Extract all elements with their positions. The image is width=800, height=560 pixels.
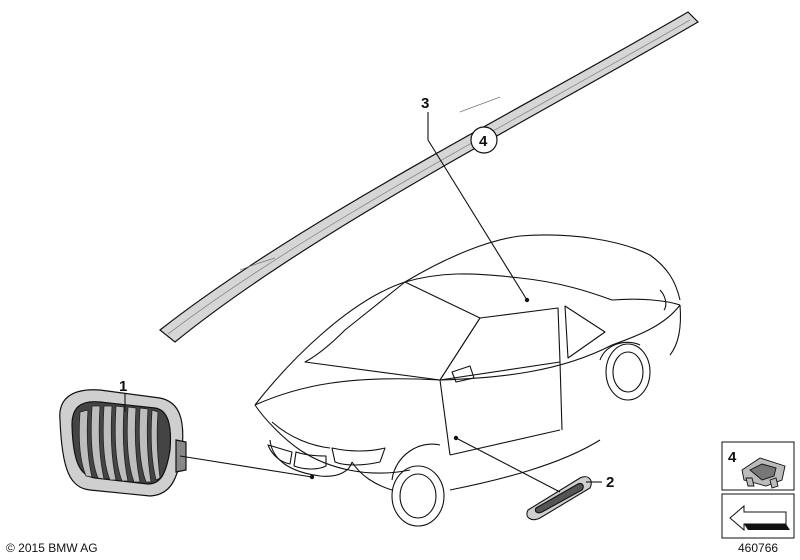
callout-4-box: 4 bbox=[728, 449, 737, 466]
leader-dots bbox=[309, 297, 530, 480]
callout-2: 2 bbox=[606, 474, 614, 491]
kidney-grille bbox=[59, 389, 187, 497]
roof-trim-strip bbox=[159, 11, 699, 343]
circled-callout-4: 4 bbox=[470, 126, 498, 154]
callout-1: 1 bbox=[119, 378, 127, 395]
arrow-icon bbox=[729, 504, 790, 532]
car-outline bbox=[254, 234, 682, 527]
side-marker bbox=[526, 476, 592, 521]
callout-3: 3 bbox=[421, 95, 429, 112]
reference-box: 4 bbox=[721, 441, 795, 539]
callout-4-circled: 4 bbox=[479, 133, 488, 150]
copyright-text: © 2015 BMW AG bbox=[6, 541, 98, 555]
diagram-number: 460766 bbox=[738, 541, 779, 555]
clip-part bbox=[741, 457, 786, 489]
leader-lines bbox=[124, 112, 602, 493]
